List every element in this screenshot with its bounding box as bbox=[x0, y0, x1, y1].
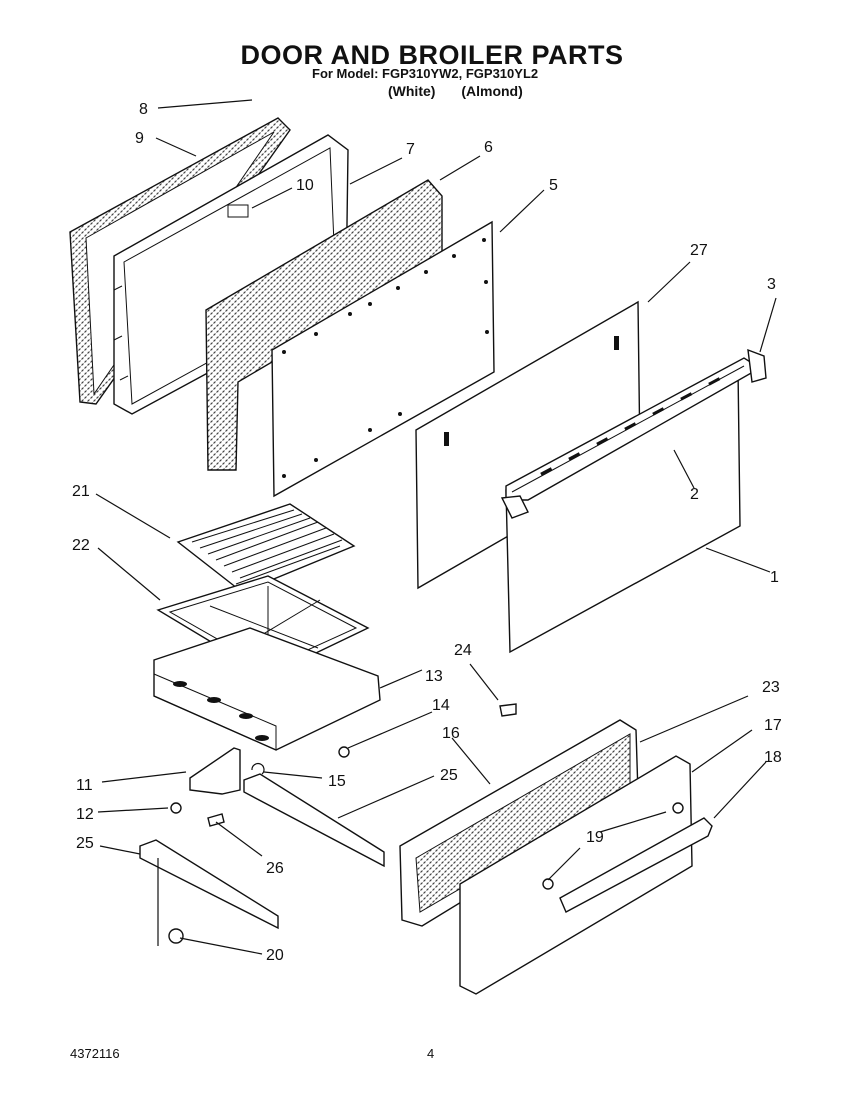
callout-11: 11 bbox=[76, 777, 93, 794]
broiler-front-panel bbox=[459, 755, 693, 995]
callout-12: 12 bbox=[76, 806, 94, 823]
callout-7: 7 bbox=[406, 141, 415, 158]
model-line: For Model: FGP310YW2, FGP310YL2 bbox=[312, 66, 539, 81]
screw-24 bbox=[499, 703, 517, 717]
callout-10: 10 bbox=[296, 177, 314, 194]
door-panel bbox=[271, 220, 495, 498]
callout-2: 2 bbox=[690, 486, 699, 503]
callout-19: 19 bbox=[586, 829, 604, 846]
callout-25b: 25 bbox=[76, 835, 94, 852]
callout-8: 8 bbox=[139, 101, 148, 118]
callout-17: 17 bbox=[764, 717, 782, 734]
callout-25a: 25 bbox=[440, 767, 458, 784]
slide-rail-lower bbox=[139, 839, 279, 930]
callout-13: 13 bbox=[425, 668, 443, 685]
callout-24: 24 bbox=[454, 642, 472, 659]
nut-12 bbox=[170, 802, 182, 814]
foot-20 bbox=[168, 928, 184, 944]
page-number: 4 bbox=[427, 1046, 435, 1061]
callout-15: 15 bbox=[328, 773, 346, 790]
callout-14: 14 bbox=[432, 697, 450, 714]
broiler-drawer bbox=[153, 627, 381, 751]
callout-21: 21 bbox=[72, 483, 90, 500]
bracket-11 bbox=[189, 747, 241, 795]
broiler-handle bbox=[559, 817, 713, 913]
leader-lines bbox=[95, 99, 777, 955]
screw-19a bbox=[672, 802, 684, 814]
callout-26: 26 bbox=[266, 860, 284, 877]
callout-5: 5 bbox=[549, 177, 558, 194]
color-almond: (Almond) bbox=[461, 83, 523, 99]
callout-16: 16 bbox=[442, 725, 460, 742]
callout-23: 23 bbox=[762, 679, 780, 696]
color-variants: (White) (Almond) bbox=[388, 83, 545, 99]
callout-6: 6 bbox=[484, 139, 493, 156]
callout-27: 27 bbox=[690, 242, 708, 259]
screw-19b bbox=[542, 878, 554, 890]
document-number: 4372116 bbox=[70, 1046, 120, 1061]
callout-1: 1 bbox=[770, 569, 779, 586]
page-title: DOOR AND BROILER PARTS bbox=[240, 40, 624, 70]
callout-18: 18 bbox=[764, 749, 782, 766]
callout-22: 22 bbox=[72, 537, 90, 554]
callout-20: 20 bbox=[266, 947, 284, 964]
slide-rail-upper bbox=[243, 773, 385, 868]
callout-labels: 8 9 7 10 6 5 27 3 2 1 21 22 13 14 24 23 … bbox=[72, 101, 782, 964]
callout-3: 3 bbox=[767, 276, 776, 293]
screw-26 bbox=[207, 813, 225, 827]
color-white: (White) bbox=[388, 83, 436, 99]
outer-door bbox=[500, 348, 767, 654]
broiler-grid bbox=[176, 503, 356, 593]
clip-15 bbox=[251, 762, 265, 775]
callout-9: 9 bbox=[135, 130, 144, 147]
screw-14 bbox=[338, 746, 350, 758]
